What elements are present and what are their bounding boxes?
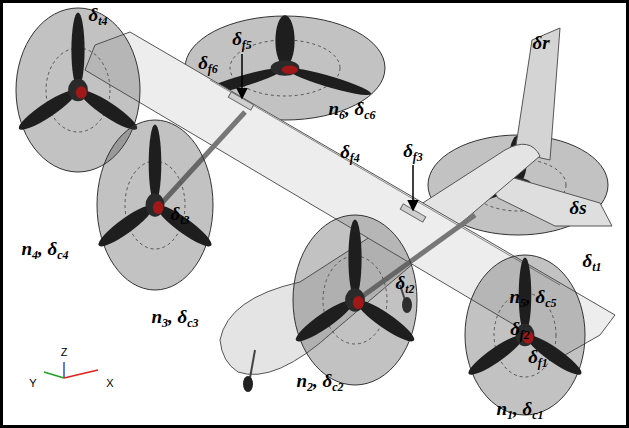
control-label: n6, δc6 (328, 99, 375, 121)
control-label: δt2 (395, 273, 414, 295)
control-label: δf5 (232, 29, 252, 51)
axis-label: Y (29, 378, 36, 389)
control-label: δt1 (582, 251, 601, 273)
axis-label: X (106, 378, 113, 389)
control-label: δr (532, 33, 549, 52)
control-label: δf1 (528, 347, 548, 369)
control-label: n1, δc1 (496, 399, 543, 421)
control-label: n5, δc5 (509, 287, 556, 309)
control-label: δf6 (198, 53, 218, 75)
control-label: n4, δc4 (21, 239, 68, 261)
control-label: δs (569, 198, 586, 217)
control-label: n2, δc2 (296, 371, 343, 393)
control-label: δt3 (170, 204, 189, 226)
axis-label: Z (61, 347, 68, 358)
control-label: δf3 (403, 141, 423, 163)
control-label: n3, δc3 (151, 307, 198, 329)
control-label: δf2 (510, 319, 530, 341)
control-label: δf4 (340, 142, 360, 164)
control-label: δt4 (88, 5, 107, 27)
